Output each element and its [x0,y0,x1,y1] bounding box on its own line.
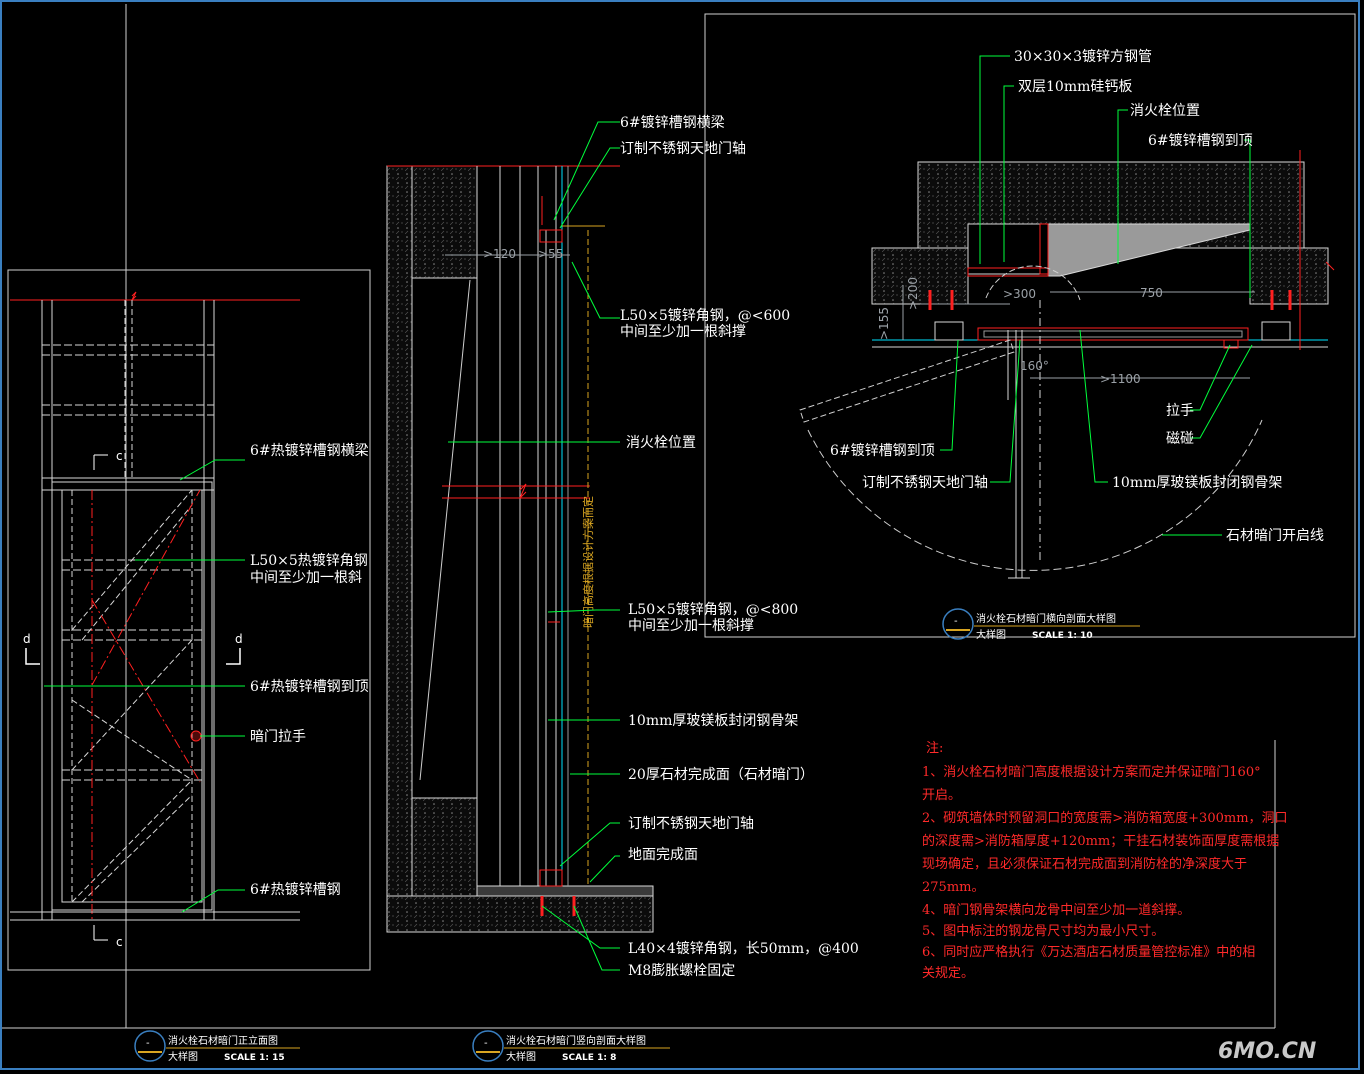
title-block-elevation: - 消火栓石材暗门正立面图 大样图 SCALE 1: 15 [134,1030,300,1063]
dim-750: 750 [1140,286,1163,300]
dim-120: >120 [483,247,516,261]
viewport-lines [2,4,1356,1029]
vertical-height-note: 暗门高度根据设计方案而定 [581,496,595,628]
dim-1100: >1100 [1100,372,1141,386]
watermark: 6MO.CN [1218,1039,1316,1064]
note-line: 关规定。 [922,966,974,981]
elev-label-brace: 中间至少加一根斜 [250,570,362,586]
plan-label-square-tube: 30×30×3镀锌方钢管 [1014,48,1152,65]
notes-block: 注: 1、消火栓石材暗门高度根据设计方案而定并保证暗门160° 开启。 2、砌筑… [922,741,1288,981]
title-block-vertical: - 消火栓石材暗门竖向剖面大样图 大样图 SCALE 1: 8 [472,1030,670,1063]
plan-label-channel-left: 6#镀锌槽钢到顶 [830,442,935,459]
vertical-scale: SCALE 1: 8 [562,1053,616,1063]
elev-label-channel-beam: 6#热镀锌槽钢横梁 [250,442,369,459]
vert-label-brace-1: 中间至少加一根斜撑 [620,324,746,340]
plan-label-swing-line: 石材暗门开启线 [1226,528,1324,544]
vert-label-hinge-bottom: 订制不锈钢天地门轴 [628,816,754,832]
note-line: 开启。 [922,788,961,803]
note-line: 5、图中标注的钢龙骨尺寸均为最小尺寸。 [922,923,1164,939]
dim-300: >300 [1003,287,1036,301]
svg-text:-: - [954,616,958,627]
vert-label-stone-face: 20厚石材完成面（石材暗门） [628,767,814,783]
note-line: 4、暗门钢骨架横向龙骨中间至少加一道斜撑。 [922,902,1190,918]
elevation-drawing [10,291,300,941]
title-block-plan: - 消火栓石材暗门横向剖面大样图 大样图 SCALE 1: 10 [942,608,1140,641]
note-line: 的深度需>消防箱厚度+120mm；干挂石材装饰面厚度需根据 [922,833,1279,849]
vert-label-l40-angle: L40×4镀锌角钢，长50mm，@400 [628,940,859,957]
note-line: 2、砌筑墙体时预留洞口的宽度需>消防箱宽度+300mm，洞口 [922,810,1288,826]
note-line: 275mm。 [922,880,984,895]
plan-label-silicate-board: 双层10mm硅钙板 [1018,79,1132,95]
elev-label-angle: L50×5热镀锌角钢 [250,552,368,569]
notes-heading: 注: [926,741,943,756]
vertical-sub: 大样图 [506,1050,536,1063]
section-mark-d-right: d [235,632,243,646]
vertical-title: 消火栓石材暗门竖向剖面大样图 [506,1034,646,1047]
elevation-scale: SCALE 1: 15 [224,1053,285,1063]
section-mark-c-top: c [116,449,123,463]
svg-text:-: - [146,1038,150,1049]
elevation-leaders [44,459,245,913]
dim-200: >200 [906,277,920,310]
plan-label-handle: 拉手 [1166,403,1194,419]
plan-label-hydrant: 消火栓位置 [1130,103,1200,119]
plan-label-mgo-board: 10mm厚玻镁板封闭钢骨架 [1112,475,1282,491]
vert-label-angle-800: L50×5镀锌角钢，@<800 [628,601,798,618]
plan-label-hinge: 订制不锈钢天地门轴 [862,475,988,491]
plan-title: 消火栓石材暗门横向剖面大样图 [976,612,1116,625]
vert-label-channel-beam: 6#镀锌槽钢横梁 [620,114,725,131]
vert-label-bolt: M8膨胀螺栓固定 [628,962,735,979]
vert-label-floor: 地面完成面 [628,847,698,863]
vertical-section-drawing [386,165,654,933]
plan-label-channel-right: 6#镀锌槽钢到顶 [1148,132,1253,149]
plan-leaders [940,55,1253,536]
plan-section-drawing [799,150,1335,579]
elev-label-channel-top: 6#热镀锌槽钢到顶 [250,678,369,695]
section-mark-c-bottom: c [116,935,123,949]
elevation-title: 消火栓石材暗门正立面图 [168,1034,278,1047]
dim-55: >55 [538,247,563,261]
plan-sub: 大样图 [976,628,1006,641]
note-line: 现场确定，且必须保证石材完成面到消防栓的净深度大于 [922,856,1247,872]
section-mark-d-left: d [23,632,31,646]
vert-label-angle-600: L50×5镀锌角钢，@<600 [620,307,790,324]
vert-label-hinge-top: 订制不锈钢天地门轴 [620,141,746,157]
vert-label-mgo-board: 10mm厚玻镁板封闭钢骨架 [628,713,798,729]
elev-label-channel: 6#热镀锌槽钢 [250,881,341,898]
plan-scale: SCALE 1: 10 [1032,631,1093,641]
plan-label-magnet: 磁碰 [1166,431,1194,447]
elev-label-handle: 暗门拉手 [250,729,306,745]
elevation-sub: 大样图 [168,1050,198,1063]
dim-160deg: 160° [1020,359,1049,373]
vert-label-brace-2: 中间至少加一根斜撑 [628,618,754,634]
note-line: 6、同时应严格执行《万达酒店石材质量管控标准》中的相 [922,944,1255,960]
vert-label-hydrant: 消火栓位置 [626,435,696,451]
dim-155: >155 [877,307,891,340]
svg-text:-: - [484,1038,488,1049]
note-line: 1、消火栓石材暗门高度根据设计方案而定并保证暗门160° [922,764,1261,780]
vertical-leaders [448,121,620,971]
